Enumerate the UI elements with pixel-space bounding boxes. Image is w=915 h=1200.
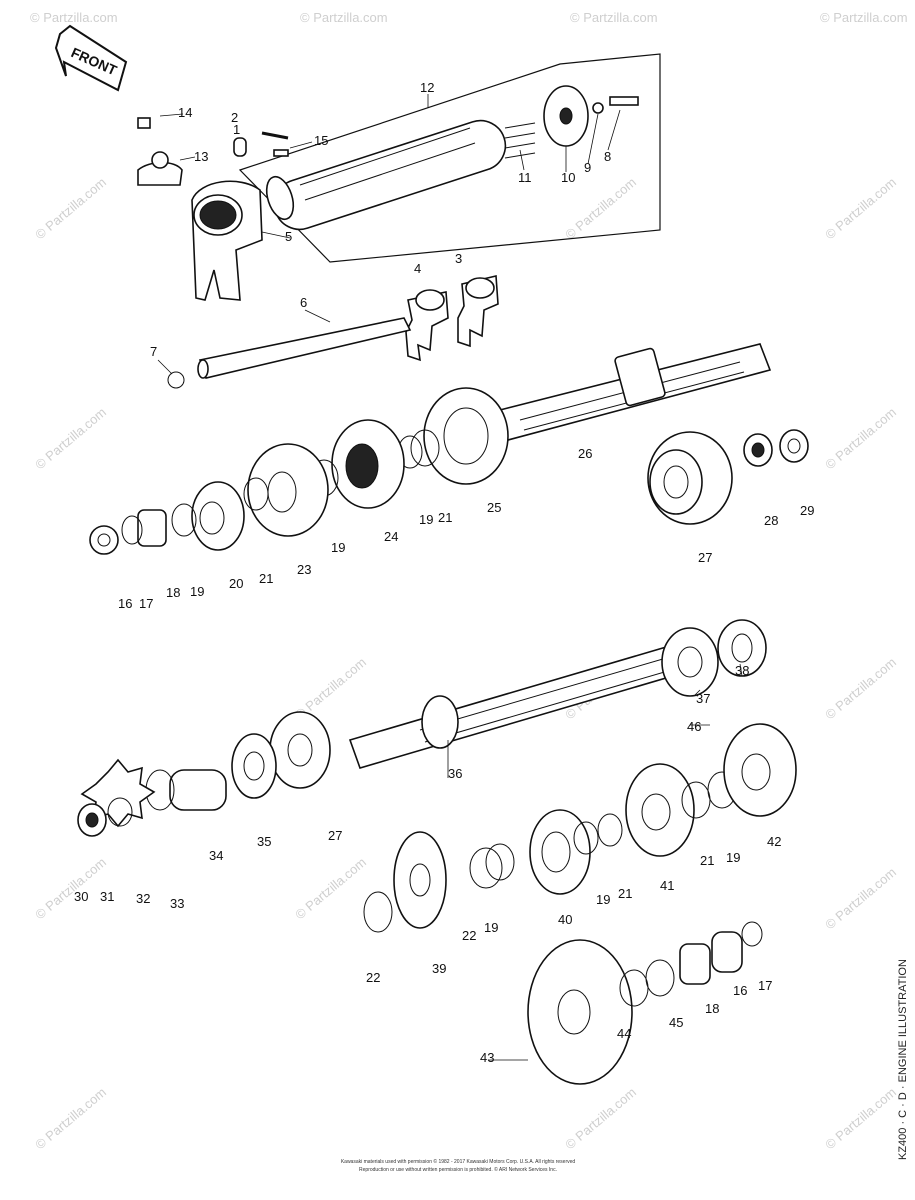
watermark: © Partzilla.com [570, 10, 658, 25]
callout-19d: 19 [484, 920, 498, 935]
callout-1: 1 [233, 122, 240, 137]
callout-22b: 22 [462, 928, 476, 943]
watermark: © Partzilla.com [820, 10, 908, 25]
callout-18b: 18 [705, 1001, 719, 1016]
watermark: © Partzilla.com [30, 10, 118, 25]
callout-29: 29 [800, 503, 814, 518]
callout-19: 19 [190, 584, 204, 599]
callout-39: 39 [432, 961, 446, 976]
watermark: © Partzilla.com [822, 1084, 899, 1152]
callout-labels: 1 2 3 4 5 6 7 8 9 10 11 12 13 14 15 16 1… [74, 80, 814, 1065]
watermark: © Partzilla.com [300, 10, 388, 25]
callout-26: 26 [578, 446, 592, 461]
watermark: © Partzilla.com [32, 404, 109, 472]
callout-31: 31 [100, 889, 114, 904]
callout-7: 7 [150, 344, 157, 359]
callout-10: 10 [561, 170, 575, 185]
watermark: © Partzilla.com [32, 1084, 109, 1152]
callout-40: 40 [558, 912, 572, 927]
watermark: © Partzilla.com [822, 654, 899, 722]
callout-38: 38 [735, 663, 749, 678]
front-arrow-icon: FRONT [54, 24, 128, 92]
callout-23: 23 [297, 562, 311, 577]
footer-copyright-line2: Reproduction or use without written perm… [359, 1166, 557, 1173]
callout-9: 9 [584, 160, 591, 175]
watermark: © Partzilla.com [562, 1084, 639, 1152]
callout-27: 27 [698, 550, 712, 565]
callout-46: 46 [687, 719, 701, 734]
shift-drum-assembly [137, 53, 661, 301]
callout-43: 43 [480, 1050, 494, 1065]
callout-45: 45 [669, 1015, 683, 1030]
callout-35: 35 [257, 834, 271, 849]
callout-19c: 19 [419, 512, 433, 527]
callout-37: 37 [696, 691, 710, 706]
watermark: © Partzilla.com [822, 404, 899, 472]
callout-24: 24 [384, 529, 398, 544]
callout-21d: 21 [700, 853, 714, 868]
callout-17b: 17 [758, 978, 772, 993]
callout-41: 41 [660, 878, 674, 893]
callout-14: 14 [178, 105, 192, 120]
callout-28: 28 [764, 513, 778, 528]
shift-forks-and-rod [167, 275, 499, 389]
side-margin-text: KZ400 · C · D · ENGINE ILLUSTRATION [897, 959, 909, 1160]
callout-16b: 16 [733, 983, 747, 998]
callout-16: 16 [118, 596, 132, 611]
callout-21c: 21 [618, 886, 632, 901]
callout-4: 4 [414, 261, 421, 276]
footer-copyright-line1: Kawasaki materials used with permission … [341, 1158, 576, 1165]
watermark: © Partzilla.com [822, 174, 899, 242]
output-shaft-assembly [89, 343, 809, 555]
callout-22: 22 [366, 970, 380, 985]
watermark: © Partzilla.com [292, 854, 369, 922]
watermark: © Partzilla.com [822, 864, 899, 932]
callout-21: 21 [259, 571, 273, 586]
callout-19e: 19 [596, 892, 610, 907]
watermark: © Partzilla.com [32, 174, 109, 242]
callout-3: 3 [455, 251, 462, 266]
callout-30: 30 [74, 889, 88, 904]
callout-21b: 21 [438, 510, 452, 525]
callout-25: 25 [487, 500, 501, 515]
callout-11: 11 [518, 170, 532, 185]
callout-12: 12 [420, 80, 434, 95]
callout-42: 42 [767, 834, 781, 849]
callout-19f: 19 [726, 850, 740, 865]
callout-17: 17 [139, 596, 153, 611]
callout-8: 8 [604, 149, 611, 164]
callout-18: 18 [166, 585, 180, 600]
watermark: © Partzilla.com [32, 854, 109, 922]
input-shaft-assembly [77, 619, 797, 1085]
callout-2: 2 [231, 110, 238, 125]
callout-36: 36 [448, 766, 462, 781]
leader-lines [157, 94, 743, 1061]
callout-13: 13 [194, 149, 208, 164]
callout-19b: 19 [331, 540, 345, 555]
callout-44: 44 [617, 1026, 631, 1041]
callout-33: 33 [170, 896, 184, 911]
callout-6: 6 [300, 295, 307, 310]
callout-32: 32 [136, 891, 150, 906]
callout-20: 20 [229, 576, 243, 591]
callout-15: 15 [314, 133, 328, 148]
callout-5: 5 [285, 229, 292, 244]
callout-34: 34 [209, 848, 223, 863]
callout-27b: 27 [328, 828, 342, 843]
